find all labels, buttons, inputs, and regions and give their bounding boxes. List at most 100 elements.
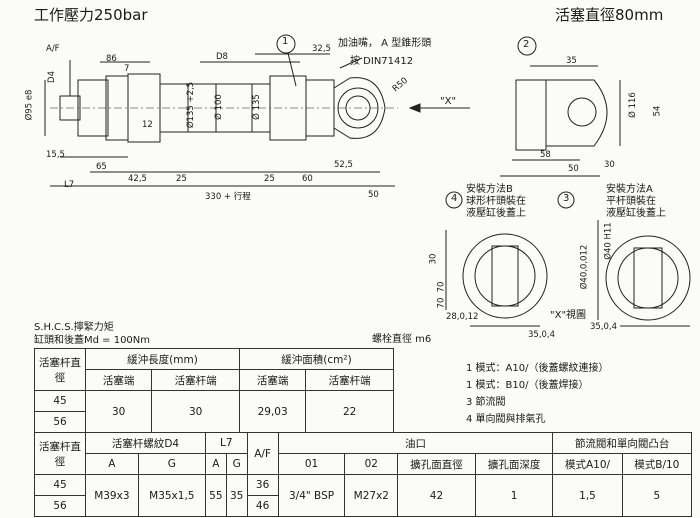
spec-table: 活塞杆直徑 活塞杆螺紋D4 L7 A/F 油口 節流閥和單向閥凸台 A G A … [34,432,693,517]
dim-330: 330 + 行程 [205,192,251,202]
x-view-label: "X"視圖 [550,310,587,321]
mount-b-line2: 球形杆頭裝在 [466,196,526,207]
dim-86: 86 [106,54,117,64]
t2-h-g: G [137,453,206,475]
t2-h-diam: 擴孔面直徑 [397,453,476,475]
t2-modea: 1,5 [552,474,623,517]
t2-af-46: 46 [246,495,279,517]
t2-l7-a: 55 [204,474,227,517]
t2-depth: 1 [474,474,554,517]
dim-d400: Ø40,0,012 [579,244,590,290]
callout-2-circle [517,36,537,56]
legend-item-2: 1 模式：B10/（後蓋焊接） [466,380,589,391]
dim-d40: Ø40 H11 [603,222,614,260]
mount-a-line2: 平杆頭裝在 [606,196,656,207]
mount-b-line1: 安裝方法B [466,184,513,195]
dim-35-4b: 35,0,4 [590,322,618,332]
t2-thread-a: M39x3 [85,474,139,517]
t2-h-g2: G [225,453,248,475]
t2-h-02: 02 [344,453,399,475]
t2-h-thread: 活塞杆螺紋D4 [85,432,206,454]
dim-60: 60 [302,174,313,184]
mount-b-line3: 液壓缸後蓋上 [466,208,526,219]
t1-len-rod: 30 [151,390,240,433]
dim-54: 54 [652,105,663,117]
header-left: 工作壓力250bar [34,6,148,24]
t2-diam: 42 [397,474,476,517]
t2-modeb: 5 [621,474,693,517]
t2-h-a2: A [204,453,227,475]
flange-b-outer [462,233,548,319]
t2-p02: M27x2 [344,474,399,517]
dim-15-5: 15,5 [46,150,65,160]
dim-50: 50 [368,190,379,200]
dim-52-5: 52,5 [334,160,353,170]
t1-len-piston: 30 [84,390,153,433]
dim-l7: L7 [64,180,75,190]
dim-d135a: Ø135 +2,5 [186,81,197,129]
dim-65: 65 [96,162,107,172]
callout-3-circle [557,191,575,209]
t2-l7-g: 35 [225,474,248,517]
dim-30: 30 [604,160,615,170]
torque-line2: 缸頭和後蓋Md = 100Nm [34,335,151,346]
callout-2-label: 2 [523,39,530,50]
dim-af: A/F [46,44,60,54]
callout-4-circle [445,191,463,209]
mount-a-line1: 安裝方法A [606,184,653,195]
t1-h-area: 緩沖面積(cm²) [238,348,395,370]
oil-note-1: 加油嘴， A 型錐形頭 [338,38,432,49]
bolt-label: 螺栓直徑 m6 [372,334,432,345]
t2-rod-45: 45 [34,474,86,496]
dim-25b: 25 [264,174,275,184]
t2-h-l7: L7 [204,432,248,454]
dim-28: 28,0,12 [446,312,479,322]
dim-35: 35 [566,56,577,66]
mount-b-note: 安裝方法B 球形杆頭裝在 液壓缸後蓋上 [466,184,526,220]
callout-4-label: 4 [451,193,458,204]
dim-d8: D8 [216,52,228,62]
t1-h-piston: 活塞端 [84,369,153,391]
dim-32-5: 32,5 [312,44,331,54]
dim-58: 58 [540,150,551,160]
header-right: 活塞直徑80mm [555,6,664,24]
end-view-eye [546,79,608,147]
t2-h-valve: 節流閥和單向閥凸台 [552,432,692,454]
callout-3-label: 3 [563,193,570,204]
t2-p01: 3/4" BSP [277,474,346,517]
dim-35-4: 35,0,4 [528,330,556,340]
flange-a-outer [605,235,691,321]
dim-d116: Ø 116 [627,92,638,118]
t1-h-rodend2: 活塞杆端 [305,369,394,391]
t2-h-depth: 擴孔面深度 [474,453,554,475]
dim-70b: 70 [436,297,447,309]
legend-item-4: 4 單向閥與排氣孔 [466,414,546,425]
x-arrow-label: "X" [440,96,457,107]
t1-rod-56: 56 [34,411,86,433]
end-view-body [515,79,547,151]
legend-item-3: 3 節流閥 [466,397,506,408]
t2-rod-56: 56 [34,495,86,517]
dim-d4: D4 [46,71,57,83]
t1-area-piston: 29,03 [238,390,307,433]
t1-h-piston2: 活塞端 [238,369,307,391]
t1-h-len: 緩沖長度(mm) [85,348,240,370]
t1-rod-45: 45 [34,390,86,412]
torque-line1: S.H.C.S.擰緊力矩 [34,322,114,333]
clevis-eye [333,77,386,139]
dim-d100: Ø 100 [213,94,224,120]
t1-h-rod: 活塞杆直徑 [34,348,86,391]
t2-h-oil: 油口 [277,432,554,454]
dim-30-flange: 30 [428,253,439,265]
mount-a-note: 安裝方法A 平杆頭裝在 液壓缸後蓋上 [606,184,666,220]
callout-1-label: 1 [282,36,289,47]
t2-h-01: 01 [277,453,346,475]
dim-7: 7 [124,64,130,74]
dim-d135b: Ø 135 [251,94,262,120]
oil-note-2: 按 DIN71412 [350,56,414,67]
t1-h-rodend: 活塞杆端 [151,369,240,391]
callout-1-circle [276,34,296,54]
t2-h-modeb: 模式B/10 [621,453,693,475]
